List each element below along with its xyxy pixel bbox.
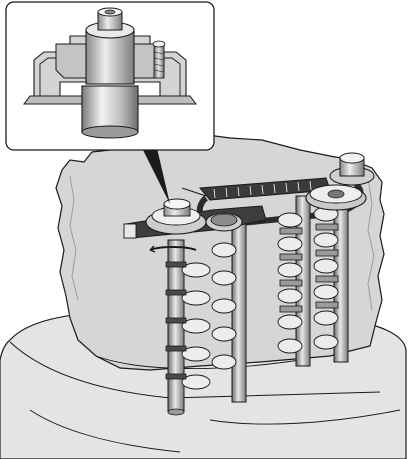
middle-camshaft bbox=[211, 221, 247, 403]
right-camshaft-assembly bbox=[277, 189, 349, 367]
callout-pointer bbox=[142, 144, 207, 204]
right-cam-pulley bbox=[305, 152, 375, 211]
detail-inset-box bbox=[5, 1, 215, 151]
left-camshaft bbox=[165, 239, 211, 416]
left-cam-sprocket bbox=[123, 198, 267, 253]
